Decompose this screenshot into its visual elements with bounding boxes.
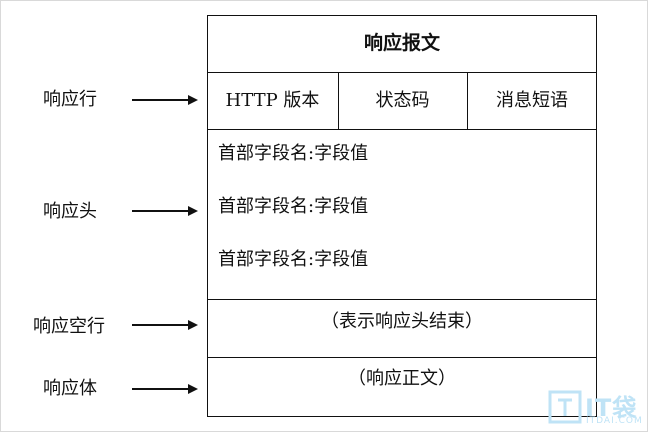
header-field: 首部字段名:字段值 [218, 143, 369, 164]
cell-divider [338, 72, 339, 129]
body-note: （响应正文） [348, 368, 456, 389]
arrow-icon [132, 206, 198, 216]
response-message-table [207, 15, 597, 417]
row-divider [207, 299, 597, 300]
watermark-brand: IT袋 [585, 394, 638, 422]
header-field: 首部字段名:字段值 [218, 249, 369, 270]
label-blank-line: 响应空行 [33, 316, 105, 337]
row-divider [207, 72, 597, 73]
arrow-icon [132, 95, 198, 105]
blank-line-note: （表示响应头结束） [321, 311, 483, 332]
arrow-icon [132, 320, 198, 330]
table-title: 响应报文 [363, 32, 440, 54]
watermark-site: ITDAI.COM [586, 416, 643, 426]
header-field: 首部字段名:字段值 [218, 196, 369, 217]
cell-http-version: HTTP 版本 [225, 90, 320, 111]
cell-reason-phrase: 消息短语 [496, 90, 568, 111]
label-body: 响应体 [43, 378, 97, 399]
cell-status-code: 状态码 [375, 90, 430, 111]
arrow-icon [132, 384, 198, 394]
row-divider [207, 129, 597, 130]
label-headers: 响应头 [43, 201, 97, 222]
label-status-line: 响应行 [43, 89, 97, 110]
watermark-logo-icon [548, 390, 582, 424]
row-divider [207, 357, 597, 358]
cell-divider [467, 72, 468, 129]
